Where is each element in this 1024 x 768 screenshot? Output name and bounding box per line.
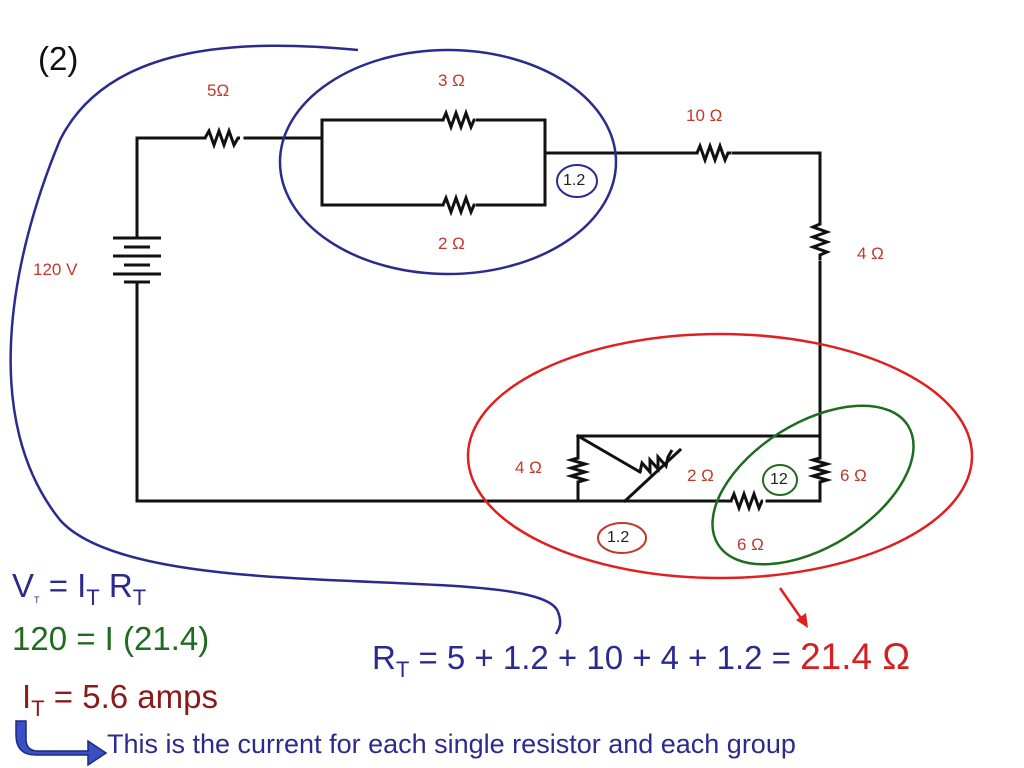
ohms-law-v: V	[12, 567, 35, 604]
resistor-6-bottom	[729, 489, 764, 513]
ohms-law-r: R	[99, 567, 133, 604]
current-i-sub: T	[31, 696, 45, 721]
total-sum: = 5 + 1.2 + 10 + 4 + 1.2 =	[409, 639, 801, 676]
red-arrow	[778, 587, 808, 628]
bubble-top-outline	[556, 164, 598, 198]
label-2-ohm-bottom: 2 Ω	[687, 466, 714, 485]
label-4-ohm-right: 4 Ω	[857, 244, 884, 263]
label-10-ohm: 10 Ω	[686, 106, 723, 125]
total-result: 21.4 Ω	[800, 636, 911, 677]
resistor-10	[695, 141, 731, 165]
label-6-ohm-vertical: 6 Ω	[840, 466, 867, 485]
current-equation: IT = 5.6 amps	[22, 678, 218, 722]
resistor-4-right	[808, 222, 832, 260]
green-group-ellipse	[711, 404, 915, 566]
total-r-sub: T	[395, 657, 410, 682]
resistor-3	[441, 108, 476, 132]
ohms-law-eq: = I	[48, 567, 87, 604]
bubble-inner-value: 12	[770, 471, 788, 488]
resistor-4-bottom	[565, 456, 591, 484]
resistor-2-top	[441, 193, 476, 217]
bubble-bottom-outline	[597, 522, 647, 554]
resistor-5	[203, 126, 240, 150]
current-i: I	[22, 678, 32, 715]
ohms-law-equation: VT = IT RT	[12, 567, 146, 611]
ohms-law-r-sub: T	[132, 585, 147, 610]
ohms-law-i-sub: T	[86, 585, 100, 610]
ohms-law-v-sub: T	[34, 595, 40, 605]
bent-arrow-icon	[15, 720, 108, 767]
label-battery-voltage: 120 V	[33, 260, 78, 279]
label-3-ohm: 3 Ω	[438, 71, 465, 90]
label-5-ohm: 5Ω	[207, 81, 230, 100]
circuit-wires	[135, 118, 822, 504]
problem-label: (2)	[38, 40, 79, 77]
substitution-equation: 120 = I (21.4)	[12, 620, 210, 657]
total-resistance-equation: RT = 5 + 1.2 + 10 + 4 + 1.2 = 21.4 Ω	[372, 636, 910, 683]
bubble-bottom-value: 1.2	[607, 529, 630, 546]
bubble-top-value: 1.2	[563, 172, 586, 189]
label-2-ohm-top: 2 Ω	[438, 234, 465, 253]
red-group-ellipse	[466, 332, 974, 580]
resistor-2-diagonal	[638, 449, 674, 476]
total-r: R	[372, 639, 396, 676]
label-6-ohm-bottom: 6 Ω	[737, 535, 764, 554]
resistor-zigzags	[203, 108, 833, 513]
blue-group-ellipse	[278, 48, 618, 276]
blue-connector-curve	[9, 44, 562, 635]
current-note: This is the current for each single resi…	[107, 729, 796, 759]
label-4-ohm-bottom: 4 Ω	[515, 458, 542, 477]
resistor-6-vertical	[807, 456, 833, 484]
current-rest: = 5.6 amps	[44, 678, 218, 715]
battery-symbol	[113, 236, 161, 284]
bubble-inner-outline	[762, 464, 798, 496]
